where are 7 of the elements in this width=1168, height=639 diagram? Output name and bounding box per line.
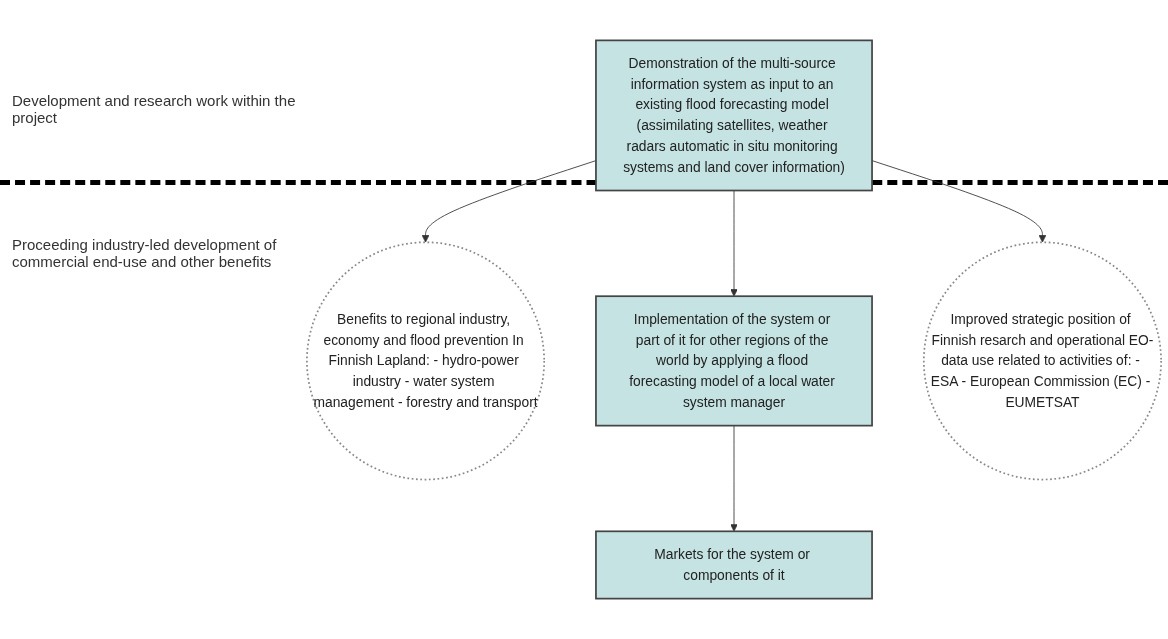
section-label: Proceeding industry-led development of commercial end-use and other benefits <box>12 236 278 270</box>
node-box: Demonstration of the multi-source information system as input to an existing flood forecasting model (assimilating satellites, weather radars automatic in situ monitoring systems and land cover information) <box>595 39 873 192</box>
node-box: Markets for the system or components of it <box>595 530 873 600</box>
node-circle: Benefits to regional industry, economy and flood prevention In Finnish Lapland: - hydro-power industry - water system management - forestry and transport <box>306 241 546 481</box>
node-circle: Improved strategic position of Finnish resarch and operational EO-data use related to activities of: - ESA - European Commission (EC) - EUMETSAT <box>922 241 1162 481</box>
node-box: Implementation of the system or part of it for other regions of the world by applying a flood forecasting model of a local water system manager <box>595 295 873 427</box>
section-label: Development and research work within the project <box>12 92 297 126</box>
